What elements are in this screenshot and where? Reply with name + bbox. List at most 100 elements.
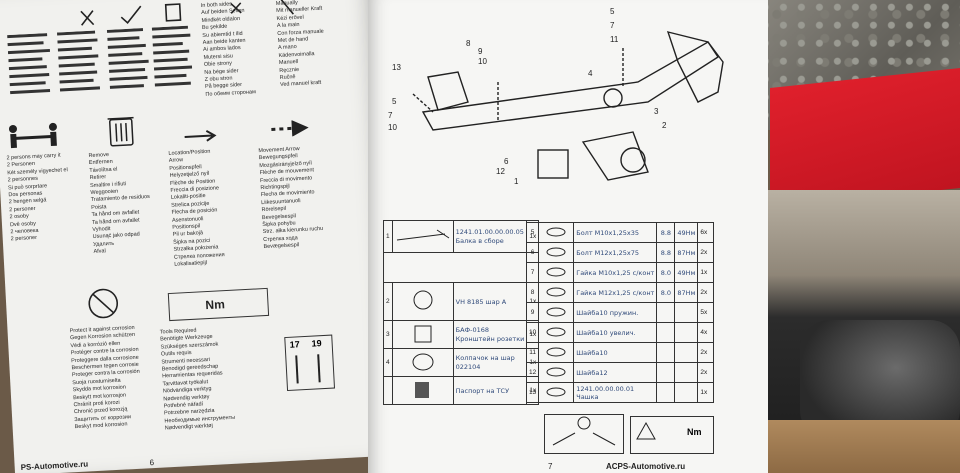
svg-text:1: 1 bbox=[514, 177, 519, 186]
right-page: 5 8 9 10 11 7 13 4 3 2 1 6 5 7 10 12 1 bbox=[368, 0, 768, 473]
part-number: 4 bbox=[383, 348, 393, 377]
wrench-icon bbox=[295, 354, 321, 384]
two-persons-icon bbox=[8, 122, 57, 149]
cross-icon bbox=[80, 10, 95, 26]
part-torque: 49Нм bbox=[674, 222, 699, 243]
part-torque bbox=[674, 342, 699, 363]
part-grade bbox=[656, 362, 676, 383]
part-no: 7 bbox=[525, 262, 540, 283]
svg-text:13: 13 bbox=[392, 63, 401, 72]
part-qty: 2x bbox=[697, 282, 715, 303]
part-name: Шайба10 bbox=[573, 342, 658, 363]
part-qty: 5x bbox=[697, 302, 715, 323]
svg-text:10: 10 bbox=[388, 123, 397, 132]
part-torque bbox=[674, 362, 699, 383]
socket-bracket bbox=[537, 149, 569, 179]
part-qty: 4x bbox=[697, 322, 715, 343]
part-torque: 87Нм bbox=[674, 282, 699, 303]
table-row bbox=[382, 252, 540, 283]
unreadable-text-block bbox=[7, 25, 193, 95]
svg-text:5: 5 bbox=[392, 97, 397, 106]
part-number: 3 bbox=[383, 320, 393, 349]
part-number bbox=[383, 376, 393, 405]
part-grade bbox=[656, 342, 676, 363]
part-drawing bbox=[538, 322, 575, 343]
part-grade bbox=[656, 322, 676, 343]
svg-text:11: 11 bbox=[610, 35, 619, 44]
page-number-right: 7 bbox=[548, 462, 553, 471]
part-grade: 8.0 bbox=[656, 282, 676, 303]
part-grade: 8.8 bbox=[656, 222, 676, 243]
warning-icon bbox=[636, 421, 656, 440]
torque-pictogram: Nm bbox=[630, 416, 714, 454]
part-drawing bbox=[538, 242, 575, 263]
part-name: VH 8185 шар А bbox=[452, 282, 528, 321]
svg-text:7: 7 bbox=[610, 21, 615, 30]
part-drawing bbox=[538, 302, 575, 323]
part-no: 9 bbox=[525, 302, 540, 323]
part-qty: 6x bbox=[697, 222, 715, 243]
part-grade: 8.0 bbox=[656, 262, 676, 283]
part-no: 11 bbox=[525, 342, 540, 363]
blank-row bbox=[382, 252, 540, 283]
part-torque bbox=[674, 302, 699, 323]
table-row: 2 VH 8185 шар А 1x bbox=[383, 282, 540, 321]
part-no: 8 bbox=[525, 282, 540, 303]
part-drawing bbox=[391, 220, 454, 253]
position-arrow-icon bbox=[184, 129, 217, 142]
towbar-exploded-diagram: 5 8 9 10 11 7 13 4 3 2 1 6 5 7 10 12 bbox=[388, 7, 724, 186]
svg-text:8: 8 bbox=[466, 39, 471, 48]
part-qty: 1x bbox=[697, 382, 715, 403]
table-row: Паспорт на ТСУ 1x bbox=[383, 376, 540, 405]
svg-text:10: 10 bbox=[478, 57, 487, 66]
part-drawing bbox=[538, 382, 575, 403]
side-bracket-left bbox=[427, 71, 469, 111]
svg-text:12: 12 bbox=[496, 167, 505, 176]
wrench-sizes-box: 17 19 bbox=[284, 334, 336, 391]
part-torque bbox=[674, 322, 699, 343]
part-torque bbox=[674, 382, 699, 403]
part-grade bbox=[656, 302, 676, 323]
part-drawing bbox=[538, 342, 575, 363]
arrows-both-sides-icon bbox=[230, 2, 242, 14]
part-grade: 8.8 bbox=[656, 242, 676, 263]
part-name: Шайба10 увелич. bbox=[573, 322, 658, 343]
footer-url-left: PS-Automotive.ru bbox=[20, 459, 89, 473]
wrench-size-19: 19 bbox=[311, 338, 322, 349]
part-drawing bbox=[538, 362, 575, 383]
part-number: 1 bbox=[383, 220, 393, 253]
svg-text:5: 5 bbox=[610, 7, 615, 16]
part-drawing bbox=[391, 282, 454, 321]
svg-text:9: 9 bbox=[478, 47, 483, 56]
part-qty: 1x bbox=[697, 262, 715, 283]
part-drawing bbox=[391, 348, 454, 377]
part-no: 6 bbox=[525, 242, 540, 263]
part-grade bbox=[656, 382, 676, 403]
svg-text:2: 2 bbox=[662, 121, 667, 130]
check-icon bbox=[120, 5, 142, 25]
part-qty: 2x bbox=[697, 362, 715, 383]
part-name: Гайка М12х1,25 с/конт bbox=[573, 282, 658, 303]
manual-icon bbox=[164, 3, 182, 22]
part-torque: 49Нм bbox=[674, 262, 699, 283]
torque-wrench-box: Nm bbox=[167, 287, 270, 322]
trash-bin-icon bbox=[107, 116, 134, 147]
